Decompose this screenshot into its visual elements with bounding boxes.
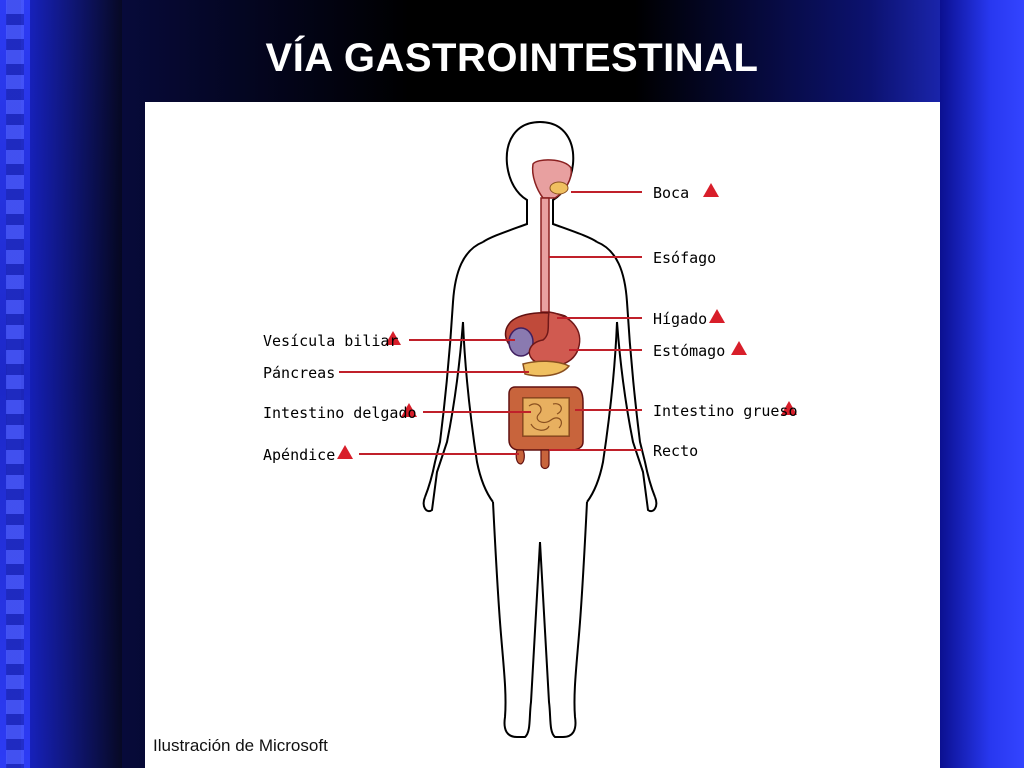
illustration-credit: Ilustración de Microsoft — [153, 736, 328, 755]
label-vesicula-biliar[interactable]: Vesícula biliar — [263, 332, 399, 350]
marker-higado-icon — [709, 309, 725, 323]
slide-title: VÍA GASTROINTESTINAL — [265, 36, 759, 80]
label-boca[interactable]: Boca — [653, 184, 690, 202]
diagram-panel: Boca Esófago Hígado Estómago Intestino g… — [145, 102, 940, 768]
marker-boca-icon — [703, 183, 719, 197]
marker-intestino-delgado-icon — [401, 403, 417, 417]
marker-intestino-grueso-icon — [781, 401, 797, 415]
label-intestino-delgado[interactable]: Intestino delgado — [263, 404, 417, 422]
digestive-system-diagram — [337, 121, 797, 738]
digestive-organs — [504, 159, 584, 470]
leader-lines — [339, 191, 642, 455]
marker-apendice-icon — [337, 445, 353, 459]
marker-estomago-icon — [731, 341, 747, 355]
tongue-organ — [549, 181, 569, 195]
label-estomago[interactable]: Estómago — [653, 342, 726, 360]
marker-vesicula-icon — [385, 331, 401, 345]
pancreas-organ — [522, 360, 571, 377]
label-apendice[interactable]: Apéndice — [263, 446, 336, 464]
appendix-organ — [515, 449, 525, 465]
body-outline — [422, 121, 658, 738]
info-markers — [337, 183, 797, 459]
label-higado[interactable]: Hígado — [653, 310, 708, 328]
gallbladder-organ — [508, 327, 534, 357]
label-pancreas: Páncreas — [263, 364, 336, 382]
left-decorative-strip — [0, 0, 122, 768]
label-intestino-grueso[interactable]: Intestino grueso — [653, 402, 798, 420]
stomach-organ — [528, 311, 581, 367]
label-esofago: Esófago — [653, 249, 717, 267]
label-recto: Recto — [653, 442, 699, 460]
small-intestine-organ — [522, 397, 570, 437]
rectum-organ — [540, 449, 550, 470]
right-decorative-band — [940, 0, 1024, 768]
esophagus-organ — [540, 197, 550, 313]
